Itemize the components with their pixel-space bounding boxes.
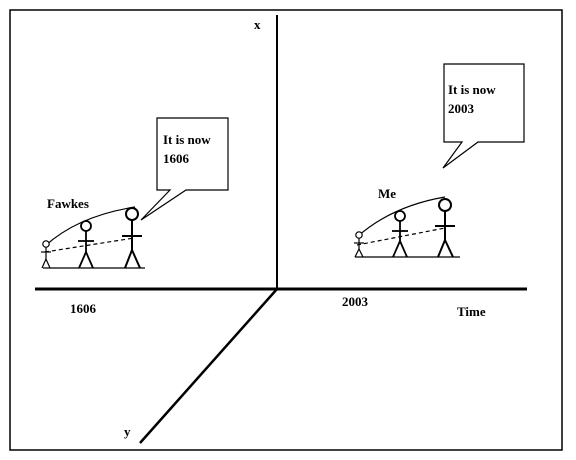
- stick-figure-small-icon: [41, 240, 51, 269]
- fawkes-speech-line1: It is now: [163, 132, 211, 147]
- fawkes-scene: Fawkes It is now 1606: [41, 117, 229, 269]
- y-axis-line: [139, 288, 278, 444]
- time-axis-label: Time: [457, 304, 486, 319]
- me-name-label: Me: [378, 186, 396, 201]
- tick-label-2003: 2003: [342, 294, 369, 309]
- x-axis-label: x: [254, 17, 261, 32]
- stick-figure-medium-icon: [78, 220, 94, 269]
- me-speech-bubble-icon: [442, 63, 525, 169]
- stick-figure-large-icon: [435, 198, 455, 258]
- me-speech-line2: 2003: [448, 101, 475, 116]
- tick-label-1606: 1606: [70, 301, 97, 316]
- stick-figure-medium-icon: [392, 210, 408, 258]
- diagram-frame: [9, 9, 563, 451]
- stick-figure-small-icon: [354, 231, 364, 258]
- me-worldline: [356, 227, 446, 246]
- me-scene: Me It is now 2003: [354, 63, 525, 258]
- fawkes-speech-line2: 1606: [163, 151, 190, 166]
- fawkes-speech-bubble-icon: [140, 117, 229, 221]
- me-speech-line1: It is now: [448, 82, 496, 97]
- fawkes-name-label: Fawkes: [47, 196, 89, 211]
- y-axis-label: y: [124, 424, 131, 439]
- fawkes-worldline: [44, 237, 135, 253]
- stick-figure-large-icon: [122, 207, 142, 269]
